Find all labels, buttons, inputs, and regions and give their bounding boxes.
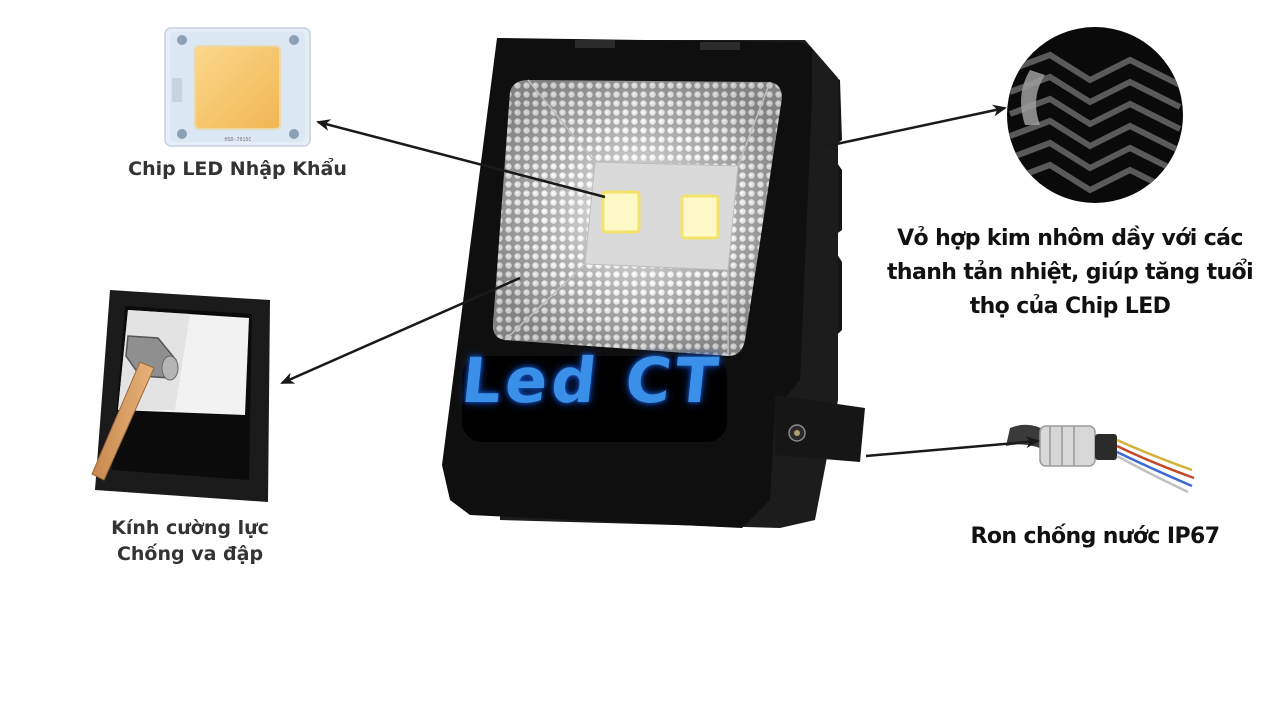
- label-tempered-glass: Kính cường lực Chống va đập: [90, 515, 290, 567]
- arrow-to-glass: [280, 276, 521, 385]
- heatsink-fins-icon: [1007, 27, 1183, 203]
- label-tempered-glass-line2: Chống va đập: [116, 543, 264, 565]
- reflector: [492, 79, 782, 356]
- led-chip-left: [601, 190, 641, 234]
- label-housing-line1: Vỏ hợp kim nhôm dầy với các: [897, 226, 1243, 251]
- label-housing-line3: thọ của Chip LED: [969, 294, 1171, 319]
- label-led-chip: Chip LED Nhập Khẩu: [128, 158, 347, 180]
- led-chip-icon: HSD-7015C: [164, 27, 311, 147]
- label-tempered-glass-line1: Kính cường lực: [111, 517, 269, 539]
- arrow-to-seal: [865, 436, 1040, 458]
- led-chip-right: [680, 194, 720, 240]
- tempered-glass-hammer-icon: [91, 290, 270, 502]
- waterproof-cable-gland-icon: [1006, 424, 1195, 494]
- mounting-bracket: [775, 395, 865, 462]
- callout-arrows: [280, 104, 1040, 458]
- svg-text:HSD-7015C: HSD-7015C: [224, 137, 251, 143]
- floodlight-housing: [442, 38, 865, 528]
- label-aluminum-housing: Vỏ hợp kim nhôm dầy với các thanh tản nh…: [880, 222, 1260, 324]
- arrow-to-housing: [826, 104, 1007, 148]
- arrow-to-chip: [316, 119, 606, 199]
- brand-logo-text: Led CT: [458, 344, 726, 417]
- label-housing-line2: thanh tản nhiệt, giúp tăng tuổi: [886, 260, 1254, 285]
- label-waterproof-seal: Ron chống nước IP67: [970, 524, 1221, 549]
